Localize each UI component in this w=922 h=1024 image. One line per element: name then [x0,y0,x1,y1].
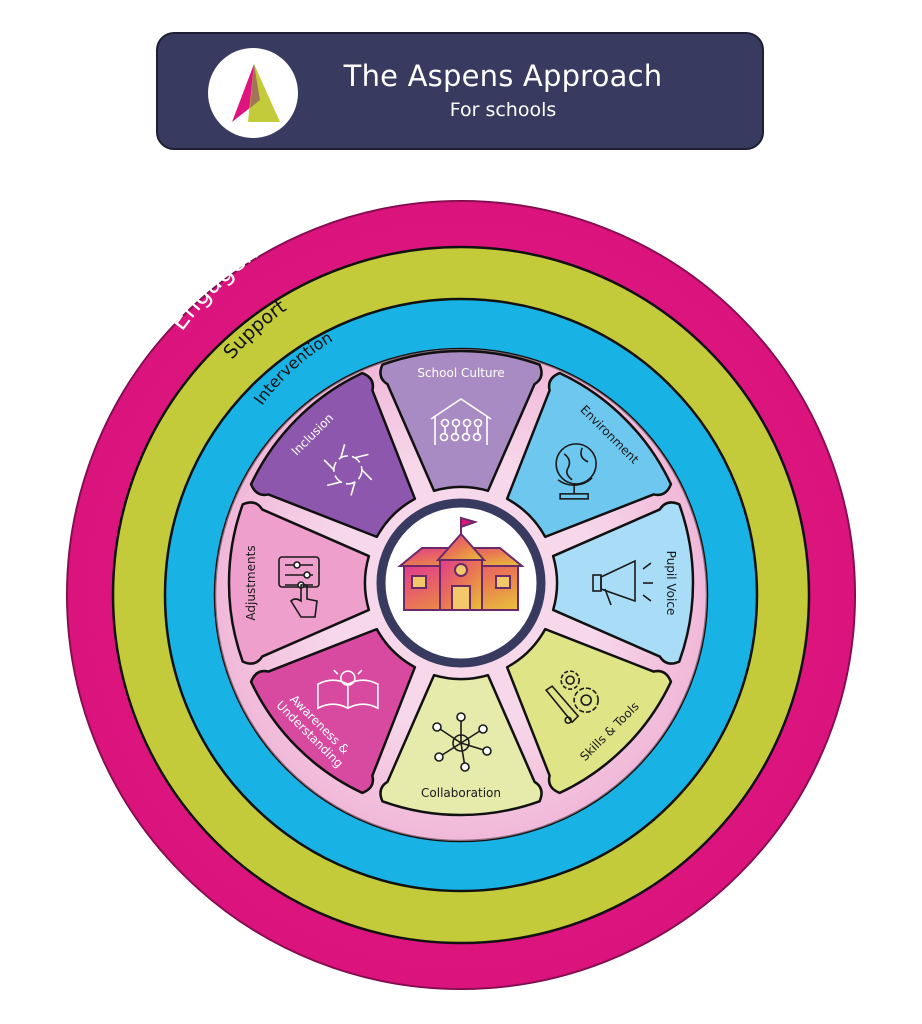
segment-label: Pupil Voice [664,551,678,616]
segment-label: School Culture [417,366,504,380]
globe-icon [555,443,597,500]
tent-logo-icon [208,48,298,138]
page-subtitle: For schools [449,99,557,121]
segment-label: Collaboration [421,786,501,800]
page-title: The Aspens Approach [343,59,663,93]
header-banner: The Aspens Approach For schools [156,32,764,150]
lightbulb-book-icon [317,669,379,710]
segment-environment [505,371,673,539]
segment-awareness-understanding [249,627,417,795]
school-assembly-icon [430,398,492,445]
joined-hands-icon [323,444,373,496]
segment-label: Adjustments [244,545,258,620]
segment-pupil-voice [551,501,695,665]
segment-inclusion [249,371,417,539]
sliders-hand-icon [278,556,320,618]
network-icon [432,712,492,772]
segment-school-culture [379,349,543,493]
gears-wrench-icon [544,670,599,724]
megaphone-icon [592,559,653,606]
school-building-icon [397,516,525,611]
